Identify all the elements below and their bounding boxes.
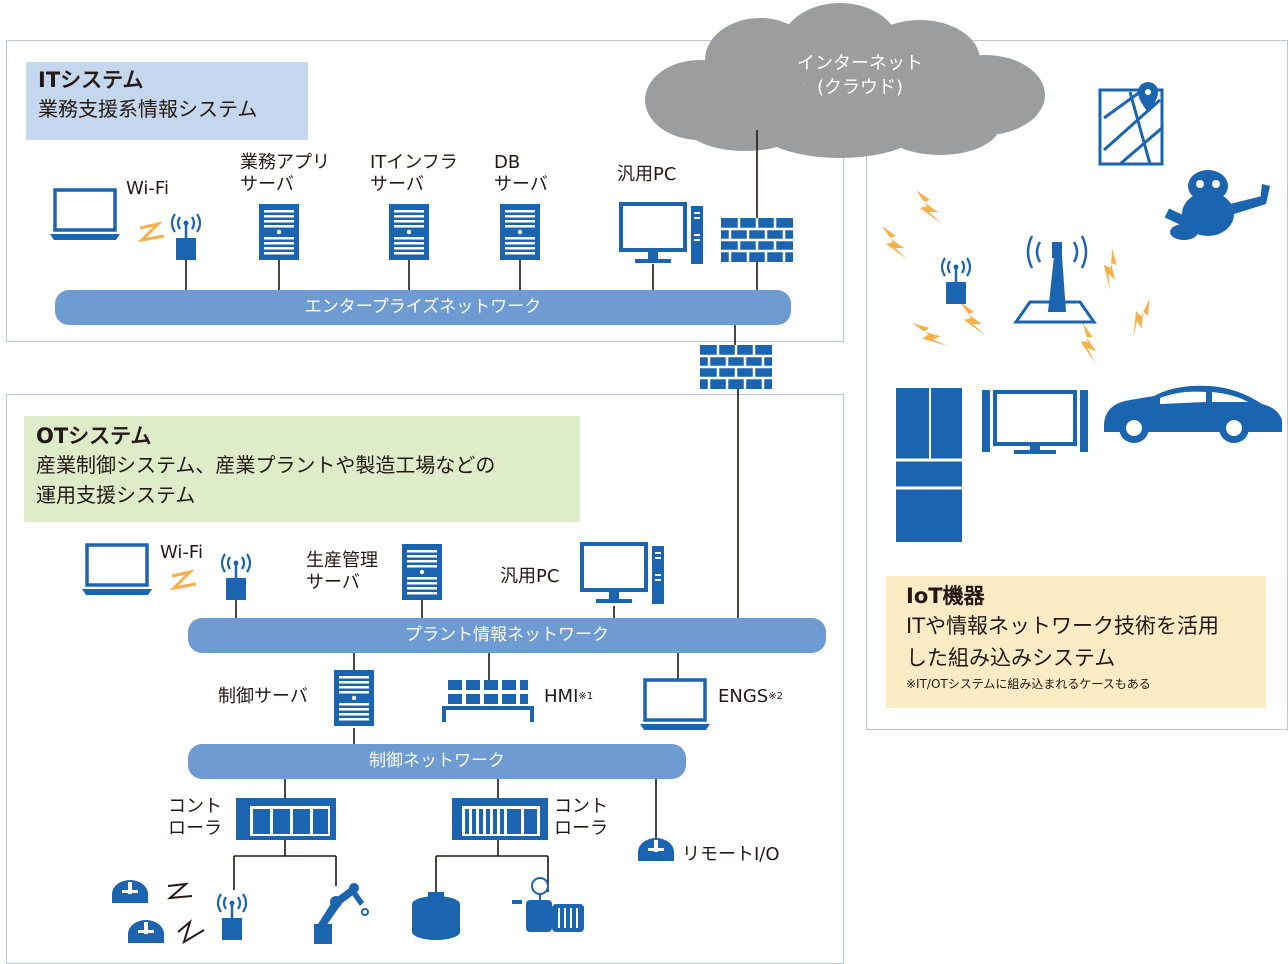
hmi-note: ※1 xyxy=(578,691,594,702)
wifi-access-point-icon xyxy=(216,892,248,942)
controller-icon xyxy=(452,798,548,840)
production-mgmt-server-label: 生産管理 サーバ xyxy=(306,550,378,594)
business-app-server-label: 業務アプリ サーバ xyxy=(240,152,330,196)
iot-desc-2: した組み込みシステム xyxy=(906,646,1116,670)
it-infra-server-label: ITインフラ サーバ xyxy=(370,152,458,196)
control-server-label: 制御サーバ xyxy=(218,686,308,707)
desktop-pc-icon xyxy=(580,542,666,606)
laptop-icon xyxy=(48,188,122,242)
server-icon xyxy=(259,204,299,260)
controller-1-label-1: コント xyxy=(168,796,222,817)
wifi-access-point-icon xyxy=(220,552,252,602)
it-system-subtitle: 業務支援系情報システム xyxy=(38,97,258,121)
firewall-icon xyxy=(698,343,774,391)
controller-2-label-2: ローラ xyxy=(554,818,608,839)
tank-icon xyxy=(412,892,460,940)
hmi-panel-icon xyxy=(442,680,534,722)
enterprise-network-bus: エンタープライズネットワーク xyxy=(55,290,791,325)
remote-io-label: リモートI/O xyxy=(682,844,780,865)
controller-1-label: コント ローラ xyxy=(168,796,222,840)
wireless-signal-icon xyxy=(960,302,986,336)
production-mgmt-server-label-1: 生産管理 xyxy=(306,550,378,571)
robot-arm-icon xyxy=(314,883,369,944)
map-icon xyxy=(1098,82,1164,166)
engs-label: ENGS※2 xyxy=(718,686,783,708)
controller-2-label-1: コント xyxy=(554,796,608,817)
cloud-label: インターネット (クラウド) xyxy=(770,52,950,100)
wireless-wave-icon xyxy=(177,919,205,945)
wireless-wave-icon xyxy=(137,221,165,243)
ot-wifi-label: Wi-Fi xyxy=(160,542,203,563)
plant-information-network-bus: プラント情報ネットワーク xyxy=(188,618,826,653)
wireless-signal-icon xyxy=(916,190,942,224)
wifi-access-point-icon xyxy=(940,256,972,306)
ot-pc-label: 汎用PC xyxy=(500,566,560,587)
it-pc-label: 汎用PC xyxy=(617,164,677,185)
server-icon xyxy=(389,204,429,260)
television-icon xyxy=(982,390,1088,454)
remote-io-icon xyxy=(638,838,674,861)
wireless-signal-icon xyxy=(882,226,908,260)
db-server-label-2: サーバ xyxy=(494,174,548,195)
ot-system-title: OTシステム xyxy=(36,424,152,448)
desktop-pc-icon xyxy=(619,202,705,266)
ot-system-subtitle-2: 運用支援システム xyxy=(36,483,196,507)
refrigerator-icon xyxy=(896,388,962,542)
wireless-wave-icon xyxy=(169,569,197,591)
wifi-access-point-icon xyxy=(170,212,202,262)
robot-icon xyxy=(1164,170,1270,240)
it-system-title: ITシステム xyxy=(38,68,144,92)
cloud-label-line2: (クラウド) xyxy=(816,77,904,98)
ot-system-tag: OTシステム 産業制御システム、産業プラントや製造工場などの 運用支援システム xyxy=(24,416,580,522)
wireless-signal-icon xyxy=(1090,248,1133,292)
iot-desc-1: ITや情報ネットワーク技術を活用 xyxy=(906,614,1220,638)
controller-icon xyxy=(236,798,336,840)
firewall-icon xyxy=(719,216,795,264)
production-mgmt-server-label-2: サーバ xyxy=(306,572,360,593)
controller-1-label-2: ローラ xyxy=(168,818,222,839)
wireless-signal-icon xyxy=(1120,298,1163,339)
hmi-label-text: HMI xyxy=(544,686,579,707)
wireless-wave-icon xyxy=(167,882,193,900)
db-server-label-1: DB xyxy=(494,152,521,173)
cell-tower-icon xyxy=(1013,235,1097,324)
pump-icon xyxy=(512,877,584,932)
it-system-tag: ITシステム 業務支援系情報システム xyxy=(26,62,308,140)
it-infra-server-label-2: サーバ xyxy=(370,174,424,195)
server-icon xyxy=(334,670,374,726)
sensor-icon xyxy=(112,880,148,903)
laptop-icon xyxy=(80,543,154,597)
sensor-icon xyxy=(128,920,164,943)
server-icon xyxy=(500,204,540,260)
db-server-label: DB サーバ xyxy=(494,152,548,196)
iot-tag: IoT機器 ITや情報ネットワーク技術を活用 した組み込みシステム ※IT/OT… xyxy=(886,576,1266,708)
it-wifi-label: Wi-Fi xyxy=(126,178,169,199)
cloud-label-line1: インターネット xyxy=(797,53,923,74)
business-app-server-label-1: 業務アプリ xyxy=(240,152,330,173)
wireless-signal-icon xyxy=(912,314,949,356)
server-icon xyxy=(402,544,442,600)
it-infra-server-label-1: ITインフラ xyxy=(370,152,458,173)
ot-system-subtitle-1: 産業制御システム、産業プラントや製造工場などの xyxy=(36,453,496,477)
cloud-icon xyxy=(645,3,1045,158)
wireless-signal-icon xyxy=(1071,322,1108,364)
hmi-label: HMI※1 xyxy=(544,686,593,708)
business-app-server-label-2: サーバ xyxy=(240,174,294,195)
control-network-bus: 制御ネットワーク xyxy=(188,744,686,779)
controller-2-label: コント ローラ xyxy=(554,796,608,840)
engs-note: ※2 xyxy=(768,691,783,702)
laptop-icon xyxy=(638,678,712,732)
engs-label-text: ENGS xyxy=(718,686,769,707)
iot-title: IoT機器 xyxy=(906,584,985,608)
car-icon xyxy=(1104,385,1282,443)
iot-note: ※IT/OTシステムに組み込まれるケースもある xyxy=(906,677,1151,691)
